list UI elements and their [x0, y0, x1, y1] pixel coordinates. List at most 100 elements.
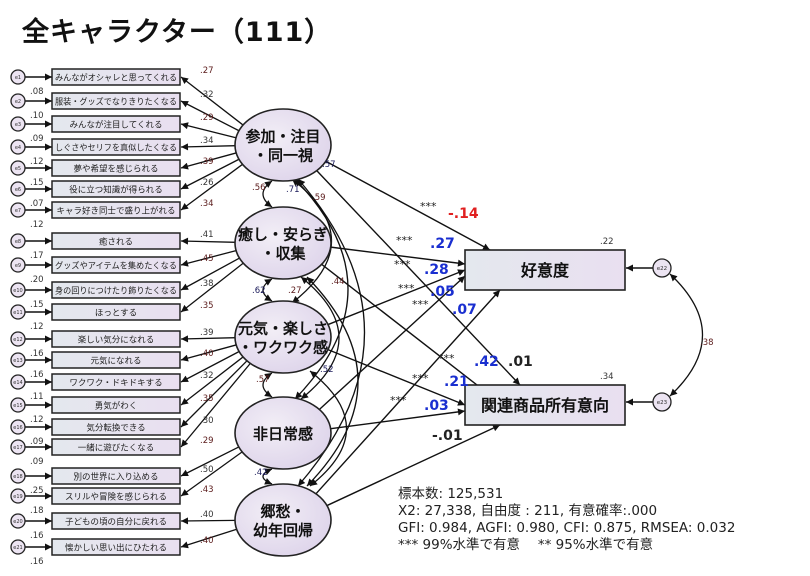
factor-label: 元気・楽しさ	[238, 320, 328, 338]
factor-correlation-arc	[262, 468, 273, 485]
factor-correlation-arc	[262, 278, 273, 302]
indicator-r2: .16	[30, 370, 44, 380]
indicator-label: 服装・グッズでなりきりたくなる	[55, 97, 177, 108]
correlation-value: .56	[252, 183, 266, 193]
path-coefficient: -.14	[448, 206, 479, 222]
significance-stars: ***	[396, 234, 413, 247]
significance-legend: *** 99%水準で有意 ** 95%水準で有意	[398, 537, 654, 553]
error-node	[10, 139, 26, 155]
loading-arrow	[180, 262, 245, 313]
loading-arrow	[180, 359, 249, 428]
error-label: e6	[15, 187, 21, 193]
indicator-r2: .07	[30, 199, 44, 209]
indicator-box	[51, 159, 181, 177]
indicator-r2: .11	[30, 392, 44, 402]
loading-value: .45	[200, 254, 214, 264]
indicator-r2: .09	[30, 457, 44, 467]
loading-arrow	[180, 249, 238, 267]
significance-stars: ***	[438, 352, 455, 365]
correlation-value: .59	[312, 193, 326, 203]
loading-value: .29	[200, 436, 214, 446]
indicator-label: 癒される	[99, 237, 133, 248]
error-label: e17	[13, 445, 22, 451]
path-coefficient: .28	[424, 262, 449, 278]
factor-correlation-arc	[262, 372, 273, 398]
error-node	[10, 331, 26, 347]
indicator-r2: .12	[30, 322, 44, 332]
error-label: e23	[657, 400, 668, 406]
error-label: e2	[15, 99, 21, 105]
factor-label: 幼年回帰	[253, 522, 313, 540]
error-label: e4	[15, 145, 21, 151]
error-node	[10, 439, 26, 455]
error-node	[10, 352, 26, 368]
indicator-label: みんながオシャレと思ってくれる	[55, 73, 177, 84]
path-coefficient: -.01	[432, 428, 463, 444]
error-node	[10, 69, 26, 85]
structural-path-arrow	[325, 160, 491, 251]
indicator-r2: .20	[30, 275, 44, 285]
factor-label: ・ワクワク感	[238, 339, 328, 357]
loading-value: .35	[200, 301, 214, 311]
loading-arrow	[180, 152, 238, 170]
significance-stars: ***	[412, 372, 429, 385]
loading-value: .39	[200, 157, 214, 167]
indicator-box	[51, 538, 181, 556]
indicator-box	[51, 201, 181, 219]
path-coefficient: .01	[508, 354, 533, 370]
outcome-box	[464, 249, 626, 291]
error-label: e14	[13, 380, 22, 386]
loading-value: .32	[200, 90, 214, 100]
indicator-box	[51, 115, 181, 133]
loading-arrow	[180, 350, 241, 383]
path-coefficient: .03	[424, 398, 449, 414]
loading-arrow	[180, 122, 238, 139]
indicator-box	[51, 351, 181, 369]
indicator-label: みんなが注目してくれる	[70, 120, 163, 131]
indicator-label: 気分転換できる	[86, 423, 145, 434]
error-node	[10, 539, 26, 555]
indicator-box	[51, 232, 181, 250]
loading-arrow	[180, 362, 252, 448]
factor-correlation-arc	[294, 178, 349, 400]
sample-size: 標本数: 125,531	[398, 486, 504, 502]
error-label: e1	[15, 75, 21, 81]
indicator-r2: .12	[30, 157, 44, 167]
indicator-box	[51, 396, 181, 414]
loading-arrow	[180, 143, 236, 151]
indicator-label: ほっとする	[95, 309, 137, 319]
indicator-label: ワクワク・ドキドキする	[69, 379, 162, 389]
error-label: e15	[13, 403, 22, 409]
structural-path-arrow	[327, 269, 466, 326]
indicator-box	[51, 138, 181, 156]
correlation-value: .71	[286, 185, 300, 195]
loading-value: .40	[200, 536, 214, 546]
loading-value: .26	[200, 178, 214, 188]
loading-arrow	[180, 344, 238, 362]
loading-value: .39	[200, 328, 214, 338]
error-label: e5	[15, 166, 21, 172]
error-label: e10	[13, 288, 22, 294]
factor-label: 郷愁・	[260, 503, 305, 521]
factor-label: ・収集	[260, 245, 306, 263]
outcome-r2: .22	[600, 237, 614, 247]
latent-factor	[234, 206, 332, 280]
loading-value: .38	[200, 279, 214, 289]
loading-value: .43	[200, 485, 214, 495]
error-node	[10, 419, 26, 435]
structural-path-arrow	[316, 170, 521, 386]
indicator-label: グッズやアイテムを集めたくなる	[55, 261, 177, 272]
indicator-label: 楽しい気分になれる	[78, 335, 155, 346]
error-label: e19	[13, 494, 22, 500]
loading-value: .29	[200, 113, 214, 123]
correlation-value: .42	[254, 468, 268, 478]
indicator-box	[51, 487, 181, 505]
error-label: e8	[15, 239, 21, 245]
error-node	[10, 282, 26, 298]
structural-path-arrow	[326, 424, 501, 507]
error-node	[10, 468, 26, 484]
indicator-box	[51, 373, 181, 391]
error-node	[10, 397, 26, 413]
error-node	[10, 374, 26, 390]
path-coefficient: .21	[444, 374, 469, 390]
